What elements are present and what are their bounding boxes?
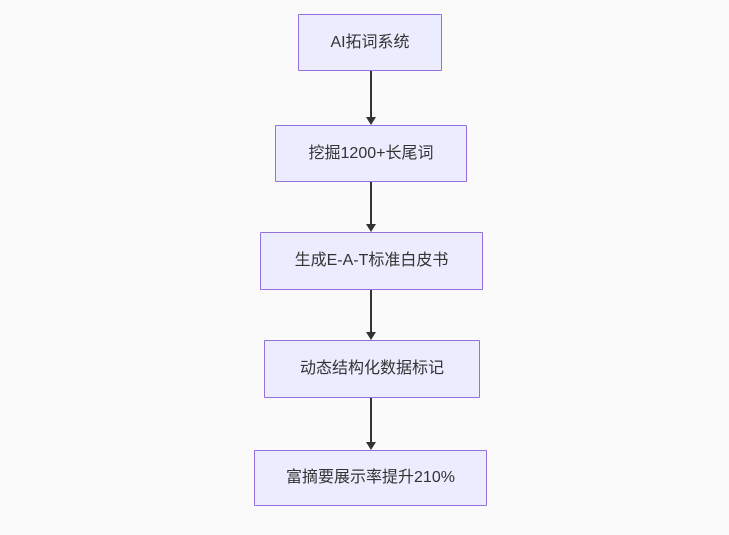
flowchart-node-rich-snippet-result: 富摘要展示率提升210% bbox=[254, 450, 487, 506]
flowchart-node-eat-whitepaper: 生成E-A-T标准白皮书 bbox=[260, 232, 483, 290]
arrow-shaft bbox=[369, 398, 372, 442]
node-label: 生成E-A-T标准白皮书 bbox=[294, 252, 449, 270]
node-label: 挖掘1200+长尾词 bbox=[308, 144, 434, 162]
arrow-shaft bbox=[369, 182, 372, 224]
flowchart-arrow-2 bbox=[365, 182, 376, 232]
flowchart-node-longtail-mining: 挖掘1200+长尾词 bbox=[275, 125, 467, 182]
flowchart-arrow-4 bbox=[365, 398, 376, 450]
node-label: 富摘要展示率提升210% bbox=[286, 469, 455, 487]
arrow-head-icon bbox=[365, 332, 376, 340]
flowchart-node-structured-data: 动态结构化数据标记 bbox=[264, 340, 480, 398]
arrow-shaft bbox=[369, 71, 372, 117]
arrow-head-icon bbox=[365, 224, 376, 232]
arrow-shaft bbox=[369, 290, 372, 332]
arrow-head-icon bbox=[365, 442, 376, 450]
flowchart-node-ai-word-system: AI拓词系统 bbox=[298, 14, 442, 71]
flowchart-arrow-3 bbox=[365, 290, 376, 340]
flowchart-arrow-1 bbox=[365, 71, 376, 125]
node-label: AI拓词系统 bbox=[330, 33, 410, 51]
arrow-head-icon bbox=[365, 117, 376, 125]
node-label: 动态结构化数据标记 bbox=[299, 360, 444, 378]
